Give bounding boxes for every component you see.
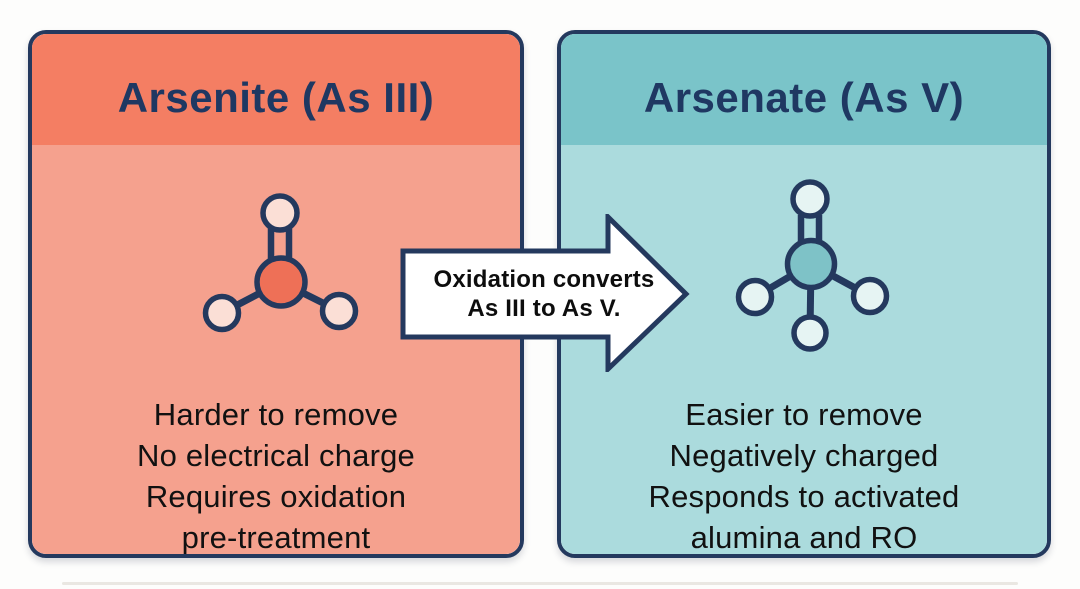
arsenate-property-1: Easier to remove — [685, 397, 923, 432]
arsenate-body: Easier to remove Negatively charged Resp… — [561, 145, 1047, 554]
right-arrow-shape-icon — [400, 214, 690, 372]
arsenate-properties: Easier to remove Negatively charged Resp… — [561, 394, 1047, 555]
arsenite-title: Arsenite (As III) — [117, 73, 435, 121]
arsenite-property-4: pre-treatment — [181, 520, 371, 555]
arsenite-property-2: No electrical charge — [137, 438, 415, 473]
bottom-faint-line — [62, 582, 1018, 585]
conversion-arrow-label-line2: As III to As V. — [467, 295, 621, 322]
arsenate-panel: Arsenate (As V) Easier to remove Negativ… — [557, 30, 1051, 558]
arsenite-panel: Arsenite (As III) Harder to remove No el… — [28, 30, 524, 558]
arsenate-property-3: Responds to activated — [648, 479, 960, 514]
arsenate-header: Arsenate (As V) — [561, 34, 1047, 151]
arsenate-property-2: Negatively charged — [669, 438, 939, 473]
arsenite-body: Harder to remove No electrical charge Re… — [32, 145, 520, 554]
arsenite-property-3: Requires oxidation — [145, 479, 407, 514]
arsenite-property-1: Harder to remove — [153, 397, 399, 432]
arsenite-molecule-icon — [202, 193, 359, 333]
arsenate-title: Arsenate (As V) — [643, 73, 965, 121]
arsenite-properties: Harder to remove No electrical charge Re… — [32, 394, 520, 555]
conversion-arrow-label: Oxidation converts As III to As V. — [402, 251, 686, 337]
conversion-arrow-label-line1: Oxidation converts — [433, 266, 655, 293]
arsenate-property-4: alumina and RO — [690, 520, 918, 555]
conversion-arrow: Oxidation converts As III to As V. — [400, 214, 690, 372]
arsenite-header: Arsenite (As III) — [32, 34, 520, 151]
arsenate-molecule-icon — [735, 179, 890, 352]
